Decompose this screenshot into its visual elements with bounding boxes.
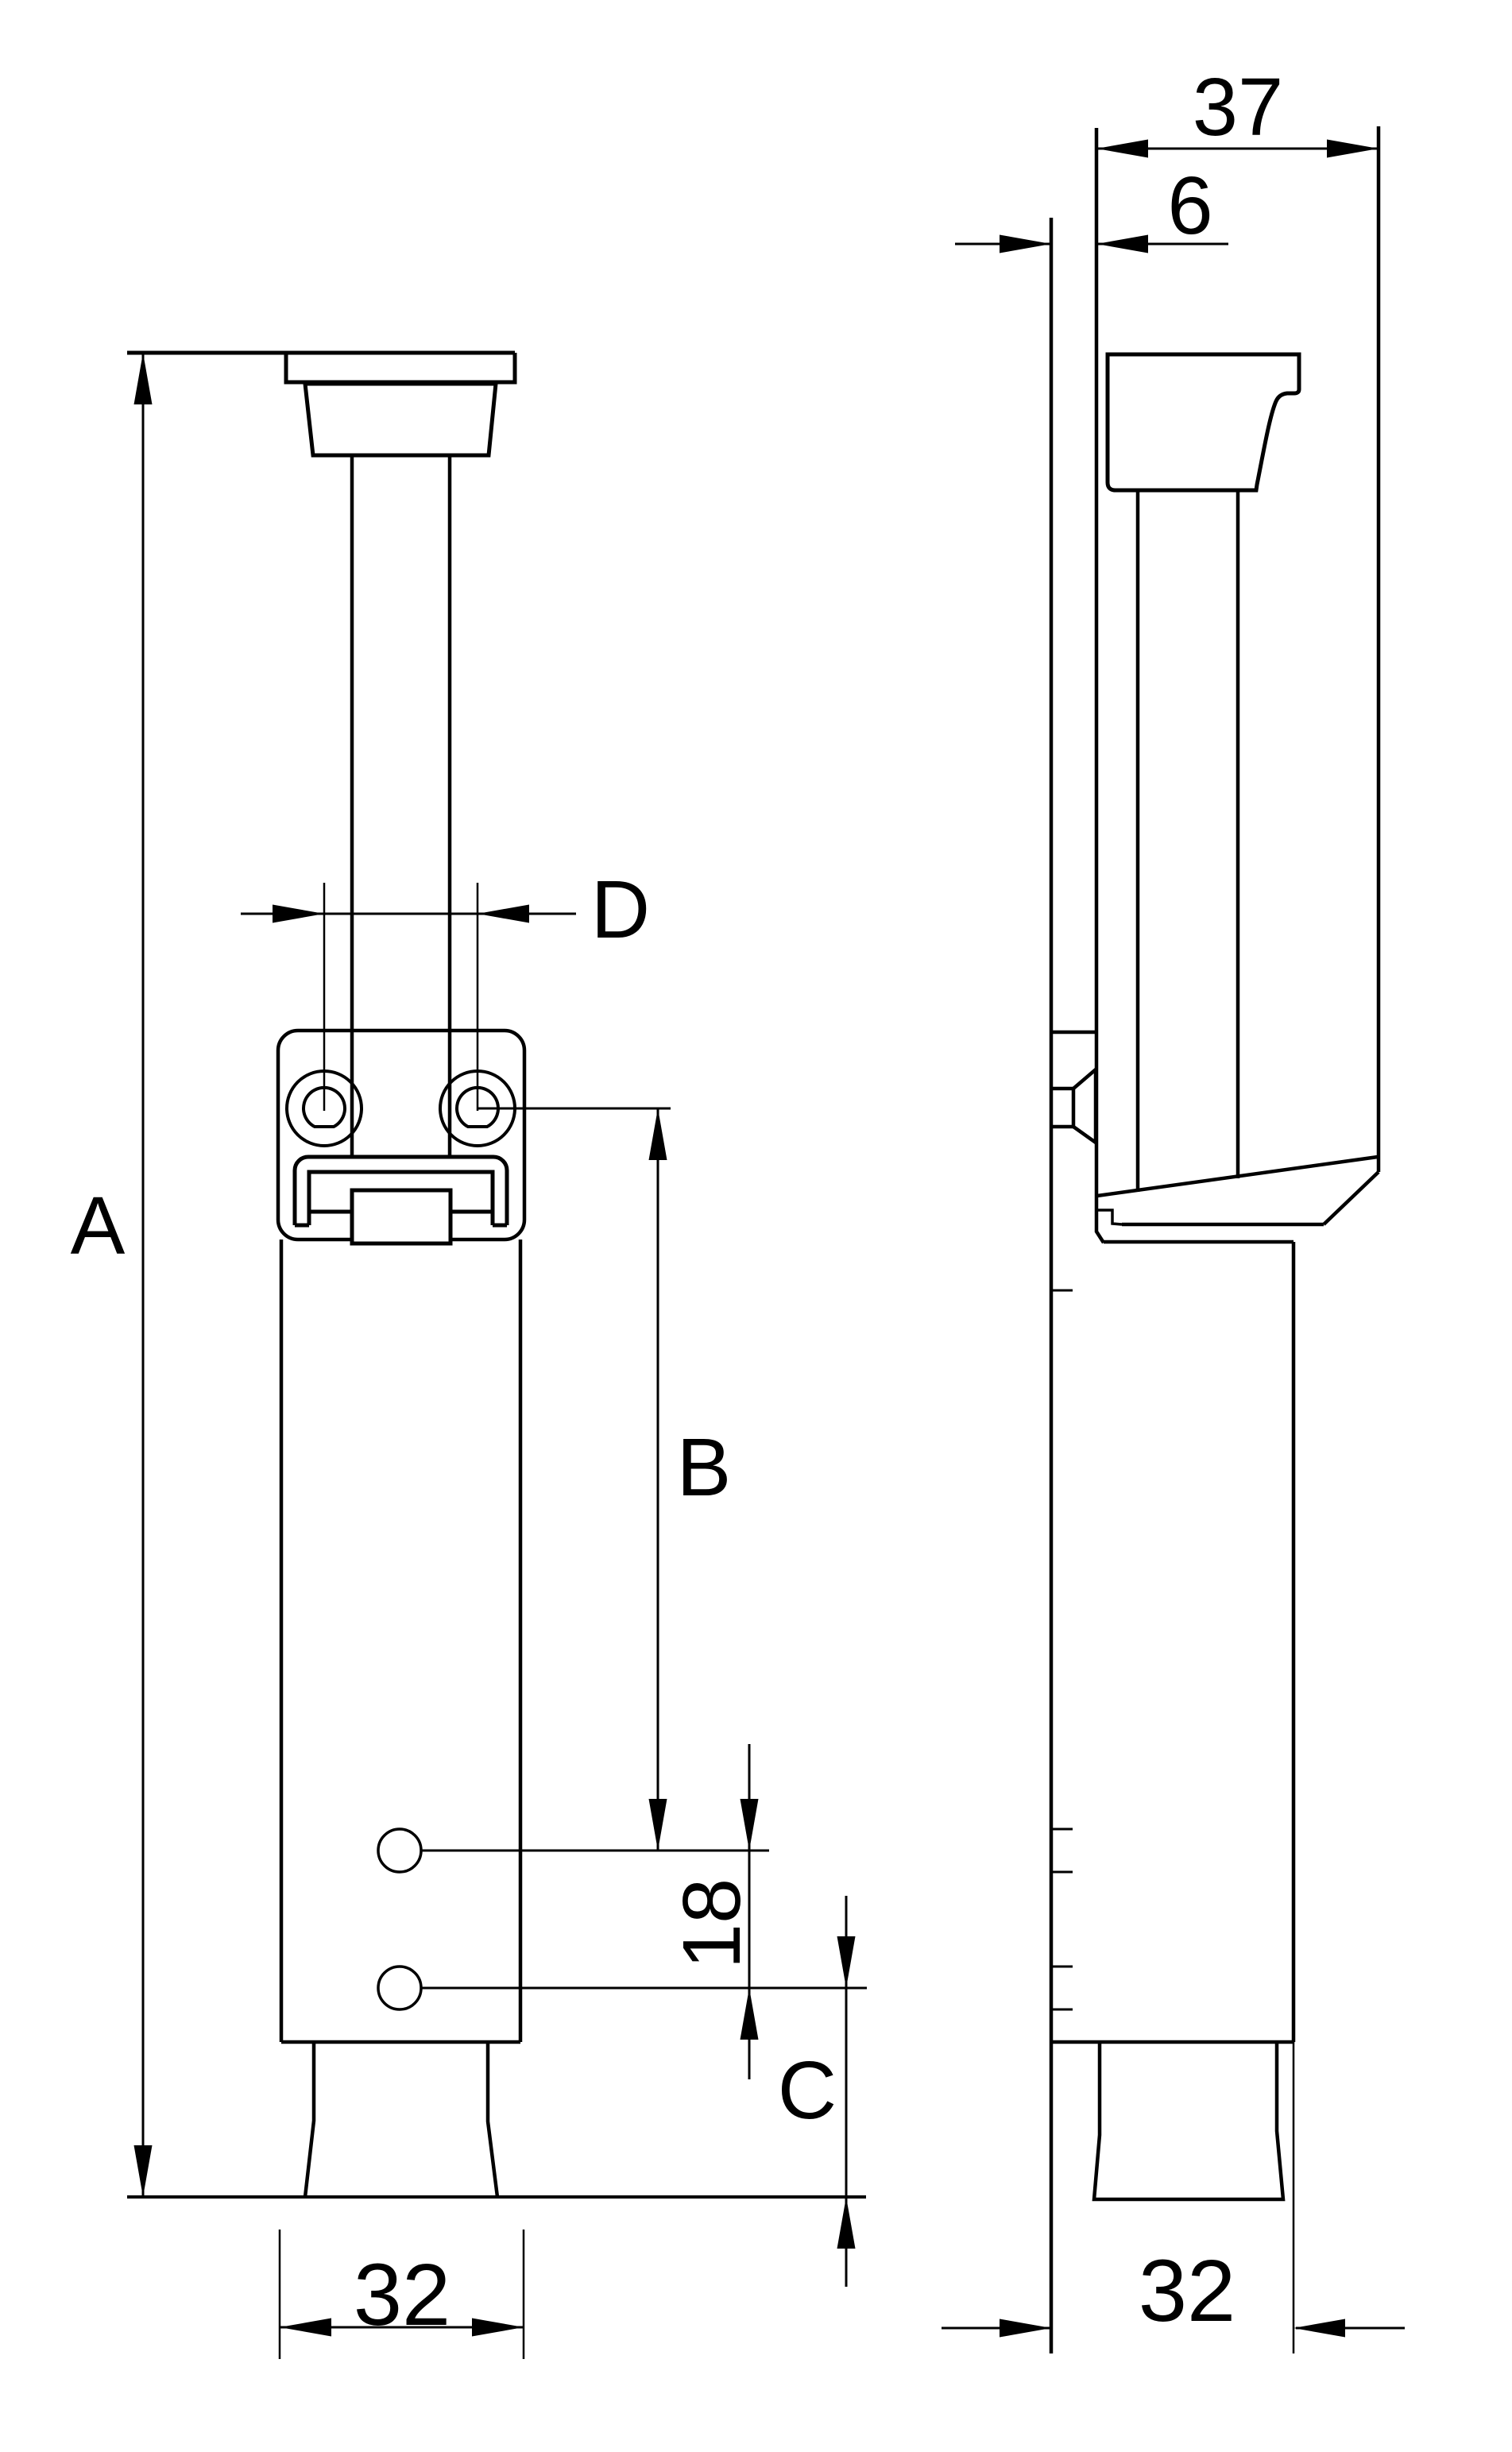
svg-text:18: 18 <box>666 1878 757 1970</box>
svg-text:6: 6 <box>1167 160 1212 251</box>
svg-text:B: B <box>677 1421 732 1513</box>
svg-text:32: 32 <box>354 2246 451 2344</box>
svg-text:A: A <box>71 1180 126 1271</box>
svg-text:C: C <box>778 2044 837 2136</box>
svg-text:32: 32 <box>1139 2242 1236 2340</box>
svg-text:D: D <box>591 864 650 955</box>
svg-text:37: 37 <box>1193 61 1284 153</box>
